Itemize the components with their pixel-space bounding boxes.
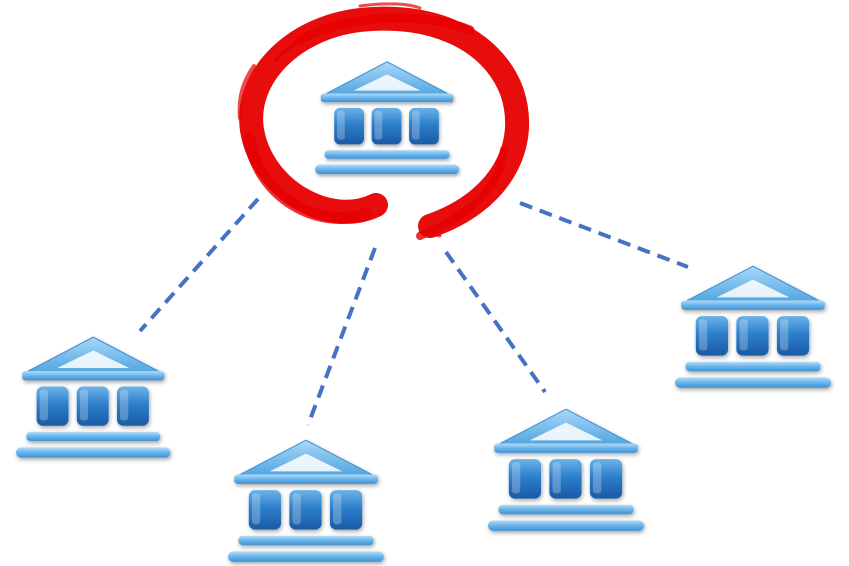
connector-line bbox=[519, 201, 689, 269]
hub-bank-building-icon bbox=[314, 61, 460, 175]
bank-building-icon bbox=[674, 265, 832, 389]
connector-line bbox=[444, 250, 547, 394]
bank-building-icon bbox=[487, 408, 645, 532]
connectors bbox=[138, 197, 689, 426]
connector-line bbox=[138, 197, 260, 333]
connector-line bbox=[306, 247, 377, 426]
bank-building-icon bbox=[15, 336, 172, 459]
red-brush-circle-icon bbox=[237, 2, 530, 240]
bank-building-icon bbox=[227, 439, 385, 563]
